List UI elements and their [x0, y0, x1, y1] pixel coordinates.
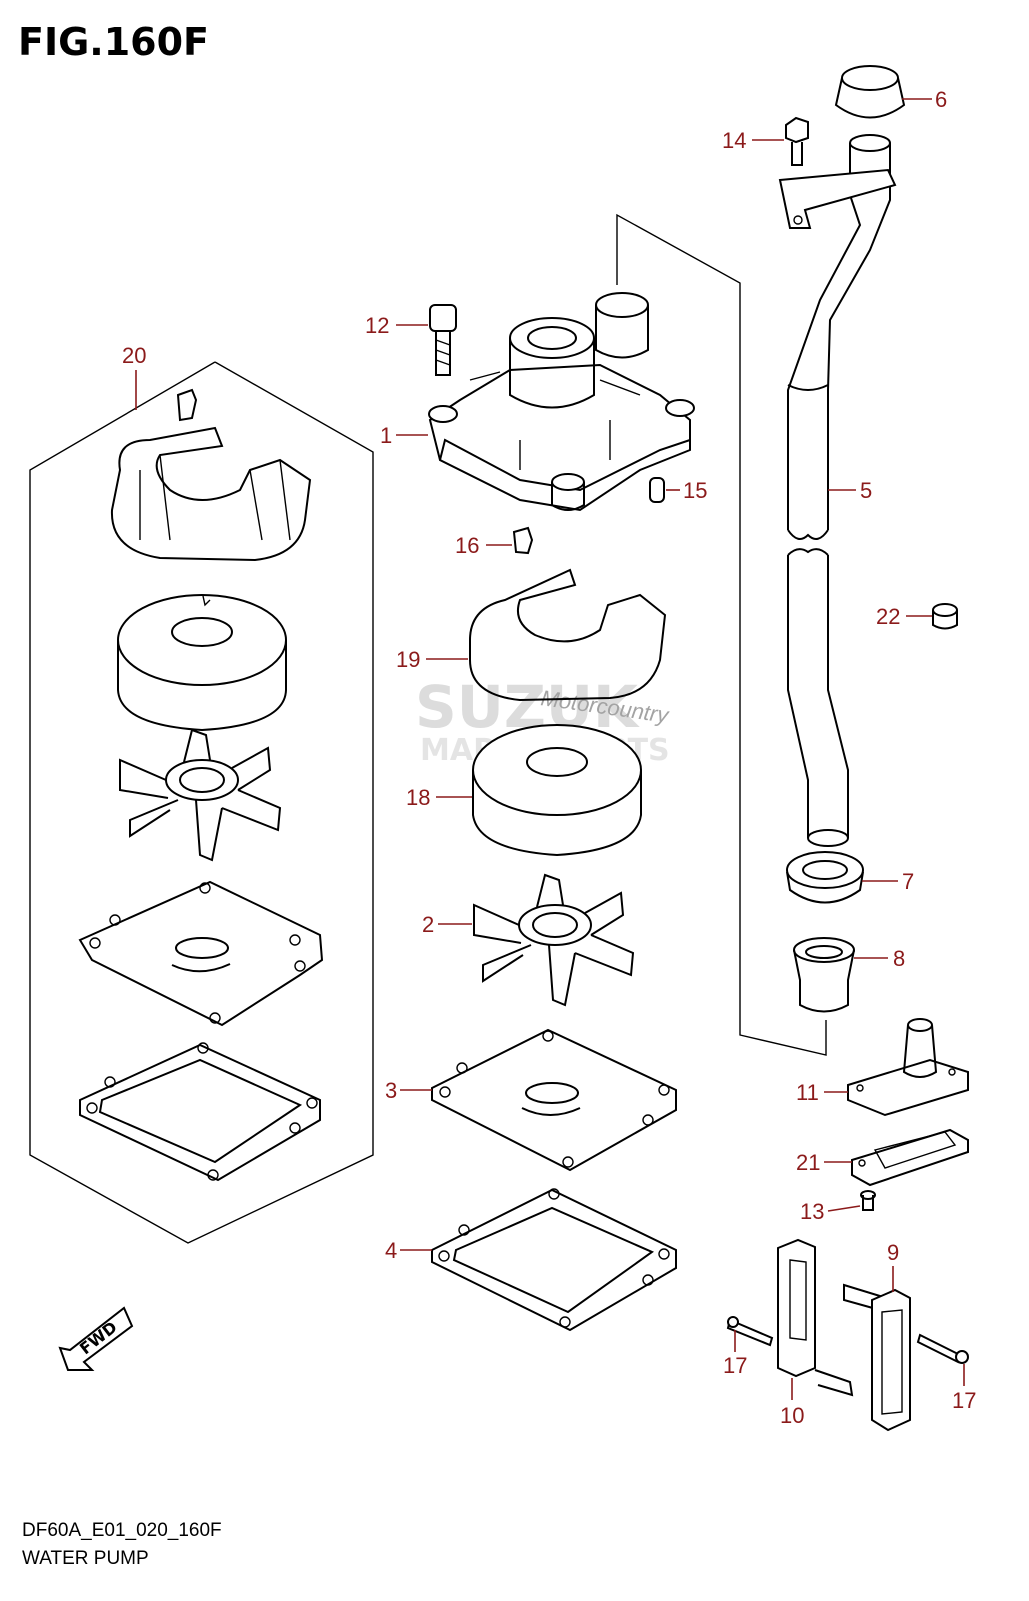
fwd-arrow: FWD [58, 1306, 134, 1371]
kit-impeller [119, 728, 282, 862]
kit-gasket-upper [78, 880, 324, 1027]
callouts: 20 1 12 15 16 19 18 2 3 4 6 14 5 22 7 8 … [122, 87, 976, 1428]
water-tube [778, 134, 897, 847]
callout-2: 2 [422, 912, 434, 937]
kit-key [176, 388, 198, 422]
key-16 [512, 526, 534, 555]
plate-3 [431, 1028, 677, 1172]
screw-13 [860, 1190, 876, 1211]
callout-8: 8 [893, 946, 905, 971]
callout-17-left: 17 [723, 1353, 747, 1378]
callout-7: 7 [902, 869, 914, 894]
grille-9 [843, 1283, 911, 1432]
water-seal-11 [847, 1018, 969, 1117]
kit-outline [29, 361, 374, 1244]
callout-6: 6 [935, 87, 947, 112]
kit-o-ring [110, 426, 312, 562]
callout-12: 12 [365, 313, 389, 338]
callout-3: 3 [385, 1078, 397, 1103]
callout-17-right: 17 [952, 1388, 976, 1413]
callout-10: 10 [780, 1403, 804, 1428]
figure-title: FIG.160F [18, 20, 210, 64]
figure-name: WATER PUMP [22, 1548, 149, 1569]
kit-gasket-lower [79, 1042, 321, 1182]
callout-9: 9 [887, 1240, 899, 1265]
grommet-8 [793, 937, 855, 1013]
callout-21: 21 [796, 1150, 820, 1175]
pump-case [428, 292, 695, 512]
grommet-6 [834, 65, 906, 119]
bolt-12 [429, 304, 457, 376]
screen-21 [851, 1128, 969, 1187]
cap-22 [932, 603, 958, 630]
callout-13: 13 [800, 1199, 824, 1224]
callout-15: 15 [683, 478, 707, 503]
screw-17-left [726, 1316, 774, 1347]
bolt-14 [785, 116, 809, 166]
callout-19: 19 [396, 647, 420, 672]
callout-5: 5 [860, 478, 872, 503]
dowel-pin-15 [649, 477, 665, 503]
callout-16: 16 [455, 533, 479, 558]
callout-22: 22 [876, 604, 900, 629]
gasket-4 [431, 1188, 677, 1332]
model-code: DF60A_E01_020_160F [22, 1520, 222, 1541]
liner-18 [472, 724, 642, 857]
o-ring-19 [469, 568, 667, 702]
assembly-line [616, 213, 827, 1056]
kit-impeller-plate [117, 594, 287, 732]
callout-20: 20 [122, 343, 146, 368]
grommet-7 [786, 851, 864, 904]
callout-18: 18 [406, 785, 430, 810]
screw-17-right [916, 1333, 969, 1364]
callout-11: 11 [796, 1080, 819, 1105]
callout-1: 1 [380, 423, 392, 448]
callout-4: 4 [385, 1238, 397, 1263]
seal-10 [777, 1238, 854, 1397]
impeller-2 [473, 873, 635, 1007]
callout-14: 14 [722, 128, 746, 153]
